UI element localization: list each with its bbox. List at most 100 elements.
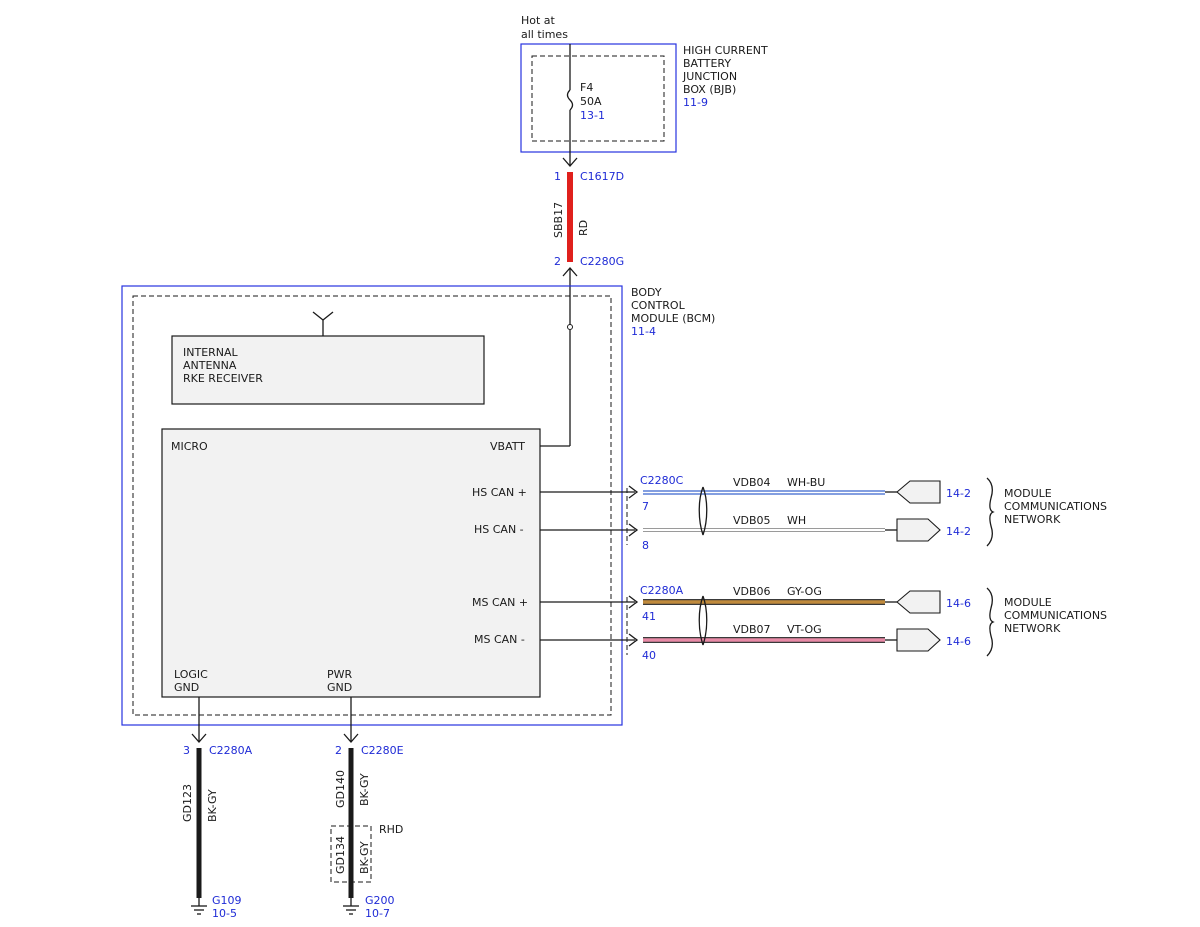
micro-label: MICRO [171, 440, 208, 453]
ground-alt-color: BK-GY [358, 841, 371, 874]
ground-point: G109 [212, 894, 242, 907]
can-connector: C2280C [640, 474, 684, 487]
svg-text:JUNCTION: JUNCTION [682, 70, 737, 83]
connector-arrow-icon [628, 595, 639, 609]
can-circuit: VDB05 [733, 514, 771, 527]
svg-text:BODY: BODY [631, 286, 662, 299]
ground-alt-note: RHD [379, 823, 403, 836]
svg-text:LOGIC: LOGIC [174, 668, 208, 681]
ground-color: BK-GY [358, 773, 371, 806]
network-connector-icon [896, 628, 941, 652]
ground-color: BK-GY [206, 789, 219, 822]
feed-color: RD [577, 220, 590, 236]
can-color: VT-OG [787, 623, 822, 636]
vbatt-wire [540, 324, 573, 447]
connector-arrow-icon [343, 733, 359, 743]
svg-text:HIGH CURRENT: HIGH CURRENT [683, 44, 768, 57]
micro-box [161, 428, 541, 698]
svg-text:GND: GND [327, 681, 352, 694]
vbatt-label: VBATT [490, 440, 525, 453]
can-circuit: VDB04 [733, 476, 771, 489]
fuse-icon [566, 89, 574, 111]
connector-arrow-icon [628, 485, 639, 499]
svg-text:BATTERY: BATTERY [683, 57, 731, 70]
svg-text:MODULE: MODULE [1004, 596, 1052, 609]
ground-alt-circuit: GD134 [334, 836, 347, 874]
bcm-box [121, 285, 623, 726]
network-label: MODULE COMMUNICATIONS NETWORK [1004, 487, 1107, 526]
can-wire-ms-plus: C2280A 41 VDB06 GY-OG 14-6 [540, 584, 971, 623]
logic-gnd-label: LOGIC GND [174, 668, 208, 694]
fuse-name: F4 [580, 81, 593, 94]
svg-text:COMMUNICATIONS: COMMUNICATIONS [1004, 500, 1107, 513]
svg-text:NETWORK: NETWORK [1004, 513, 1061, 526]
ground-pin: 3 [183, 744, 190, 757]
feed-top-connector: C1617D [580, 170, 624, 183]
can-pin: 7 [642, 500, 649, 513]
can-ref: 14-6 [946, 597, 971, 610]
connector-arrow-icon [191, 733, 207, 743]
can-wire-hs-minus: 8 VDB05 WH 14-2 [540, 514, 971, 552]
twisted-pair-icon [698, 595, 708, 646]
fuse-ref: 13-1 [580, 109, 605, 122]
svg-text:MODULE (BCM): MODULE (BCM) [631, 312, 715, 325]
connector-arrow-icon [628, 633, 639, 647]
supply-label-line2: all times [521, 28, 568, 41]
can-pin: 41 [642, 610, 656, 623]
can-signal-label: MS CAN - [474, 633, 525, 646]
can-color: WH-BU [787, 476, 825, 489]
ground-connector: C2280E [361, 744, 404, 757]
can-circuit: VDB07 [733, 623, 771, 636]
can-signal-label: HS CAN + [472, 486, 527, 499]
feed-bottom-connector: C2280G [580, 255, 624, 268]
ground-pin: 2 [335, 744, 342, 757]
feed-bottom-pin: 2 [554, 255, 561, 268]
rke-receiver-label: INTERNAL ANTENNA RKE RECEIVER [183, 346, 263, 385]
network-connector-icon [896, 590, 941, 614]
can-connector: C2280A [640, 584, 684, 597]
ground-icon [343, 905, 359, 915]
svg-text:RKE RECEIVER: RKE RECEIVER [183, 372, 263, 385]
svg-text:GND: GND [174, 681, 199, 694]
rhd-option-box [330, 825, 372, 883]
can-pin: 8 [642, 539, 649, 552]
supply-label-line1: Hot at [521, 14, 556, 27]
brace-icon [986, 477, 995, 547]
can-wire-hs-plus: C2280C 7 VDB04 WH-BU 14-2 [540, 474, 971, 513]
can-signal-label: MS CAN + [472, 596, 528, 609]
svg-text:INTERNAL: INTERNAL [183, 346, 239, 359]
can-ref: 14-6 [946, 635, 971, 648]
ground-icon [191, 905, 207, 915]
connector-arrow-icon [628, 523, 639, 537]
can-ref: 14-2 [946, 525, 971, 538]
feed-circuit: SBB17 [552, 202, 565, 238]
ground-circuit: GD140 [334, 770, 347, 808]
bjb-ref: 11-9 [683, 96, 708, 109]
network-connector-icon [896, 480, 941, 504]
svg-text:PWR: PWR [327, 668, 353, 681]
connector-arrow-icon [562, 157, 578, 167]
rke-receiver-box [171, 335, 485, 405]
svg-text:BOX (BJB): BOX (BJB) [683, 83, 736, 96]
bcm-name: BODY CONTROL MODULE (BCM) 11-4 [631, 286, 715, 338]
can-pin: 40 [642, 649, 656, 662]
svg-text:ANTENNA: ANTENNA [183, 359, 237, 372]
bcm-ref: 11-4 [631, 325, 656, 338]
ground-wire-gd123: 3 C2280A GD123 BK-GY G109 10-5 [181, 697, 253, 920]
ground-connector: C2280A [209, 744, 253, 757]
can-wire-ms-minus: 40 VDB07 VT-OG 14-6 [540, 623, 971, 662]
can-signal-label: HS CAN - [474, 523, 524, 536]
svg-text:CONTROL: CONTROL [631, 299, 686, 312]
can-color: WH [787, 514, 806, 527]
can-circuit: VDB06 [733, 585, 771, 598]
svg-text:MODULE: MODULE [1004, 487, 1052, 500]
ground-ref: 10-7 [365, 907, 390, 920]
network-label: MODULE COMMUNICATIONS NETWORK [1004, 596, 1107, 635]
svg-text:COMMUNICATIONS: COMMUNICATIONS [1004, 609, 1107, 622]
antenna-icon [312, 311, 334, 336]
bjb-name: HIGH CURRENT BATTERY JUNCTION BOX (BJB) … [682, 44, 768, 109]
twisted-pair-icon [698, 486, 708, 536]
ground-point: G200 [365, 894, 395, 907]
brace-icon [986, 587, 995, 657]
